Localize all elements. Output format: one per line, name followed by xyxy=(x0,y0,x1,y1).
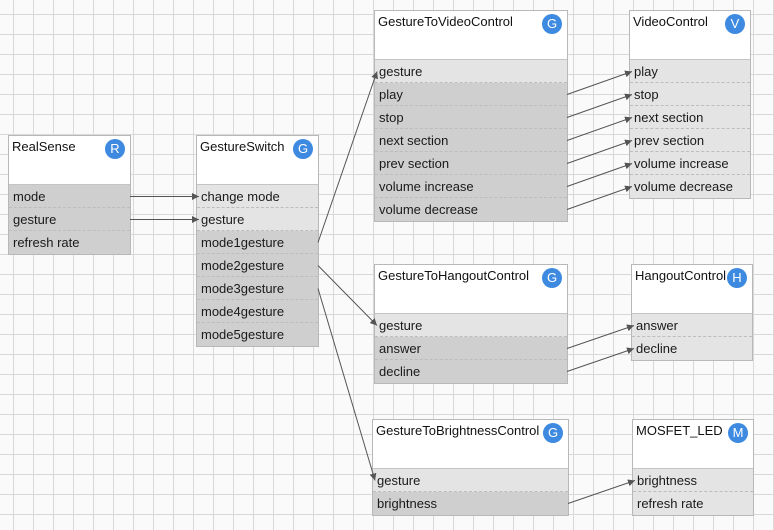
input-port[interactable]: volume decrease xyxy=(630,175,750,198)
output-port[interactable]: gesture xyxy=(9,208,130,231)
node-title: GestureToBrightnessControl xyxy=(376,423,540,438)
connection-wire[interactable] xyxy=(566,162,633,187)
connection-wire[interactable] xyxy=(317,265,378,326)
connection-wire[interactable] xyxy=(566,116,633,141)
output-port[interactable]: decline xyxy=(375,360,567,383)
output-port[interactable]: brightness xyxy=(373,492,568,515)
node-title: GestureSwitch xyxy=(200,139,285,154)
input-port[interactable]: prev section xyxy=(630,129,750,152)
connection-wire[interactable] xyxy=(566,347,635,372)
output-port[interactable]: next section xyxy=(375,129,567,152)
input-port[interactable]: gesture xyxy=(373,469,568,492)
output-port[interactable]: prev section xyxy=(375,152,567,175)
input-port[interactable]: stop xyxy=(630,83,750,106)
input-port[interactable]: play xyxy=(630,60,750,83)
node-type-badge: R xyxy=(105,139,125,159)
input-port[interactable]: change mode xyxy=(197,185,318,208)
input-port[interactable]: gesture xyxy=(197,208,318,231)
node-title: HangoutControl xyxy=(635,268,727,283)
output-port[interactable]: mode5gesture xyxy=(197,323,318,346)
node-title: GestureToHangoutControl xyxy=(378,268,530,283)
input-port[interactable]: refresh rate xyxy=(633,492,753,515)
connection-wire[interactable] xyxy=(567,479,636,504)
connection-wire[interactable] xyxy=(566,70,633,95)
output-port[interactable]: mode xyxy=(9,185,130,208)
output-port[interactable]: answer xyxy=(375,337,567,360)
input-port[interactable]: volume increase xyxy=(630,152,750,175)
output-port[interactable]: refresh rate xyxy=(9,231,130,254)
input-port[interactable]: decline xyxy=(632,337,752,360)
input-port[interactable]: next section xyxy=(630,106,750,129)
output-port[interactable]: volume decrease xyxy=(375,198,567,221)
node-type-badge: H xyxy=(727,268,747,288)
output-port[interactable]: mode2gesture xyxy=(197,254,318,277)
node-type-badge: G xyxy=(542,268,562,288)
node-header[interactable]: GestureToHangoutControl G xyxy=(375,265,567,314)
node-type-badge: V xyxy=(725,14,745,34)
node-title: GestureToVideoControl xyxy=(378,14,513,29)
output-port[interactable]: stop xyxy=(375,106,567,129)
node-header[interactable]: GestureSwitch G xyxy=(197,136,318,185)
node-title: MOSFET_LED xyxy=(636,423,723,438)
node-type-badge: G xyxy=(543,423,563,443)
connection-wire[interactable] xyxy=(566,93,633,118)
node-type-badge: G xyxy=(293,139,313,159)
connection-wire[interactable] xyxy=(317,71,379,243)
input-port[interactable]: gesture xyxy=(375,314,567,337)
node-header[interactable]: VideoControl V xyxy=(630,11,750,60)
input-port[interactable]: gesture xyxy=(375,60,567,83)
output-port[interactable]: mode3gesture xyxy=(197,277,318,300)
node-type-badge: M xyxy=(728,423,748,443)
node-type-badge: G xyxy=(542,14,562,34)
node-header[interactable]: RealSense R xyxy=(9,136,130,185)
connection-wire[interactable] xyxy=(317,288,377,481)
node-header[interactable]: GestureToVideoControl G xyxy=(375,11,567,60)
output-port[interactable]: mode1gesture xyxy=(197,231,318,254)
connection-wire[interactable] xyxy=(566,185,633,210)
node-title: VideoControl xyxy=(633,14,708,29)
output-port[interactable]: play xyxy=(375,83,567,106)
connection-wire[interactable] xyxy=(566,324,635,349)
connection-wire[interactable] xyxy=(566,139,633,164)
input-port[interactable]: brightness xyxy=(633,469,753,492)
output-port[interactable]: mode4gesture xyxy=(197,300,318,323)
node-header[interactable]: MOSFET_LED M xyxy=(633,420,753,469)
node-title: RealSense xyxy=(12,139,76,154)
input-port[interactable]: answer xyxy=(632,314,752,337)
output-port[interactable]: volume increase xyxy=(375,175,567,198)
